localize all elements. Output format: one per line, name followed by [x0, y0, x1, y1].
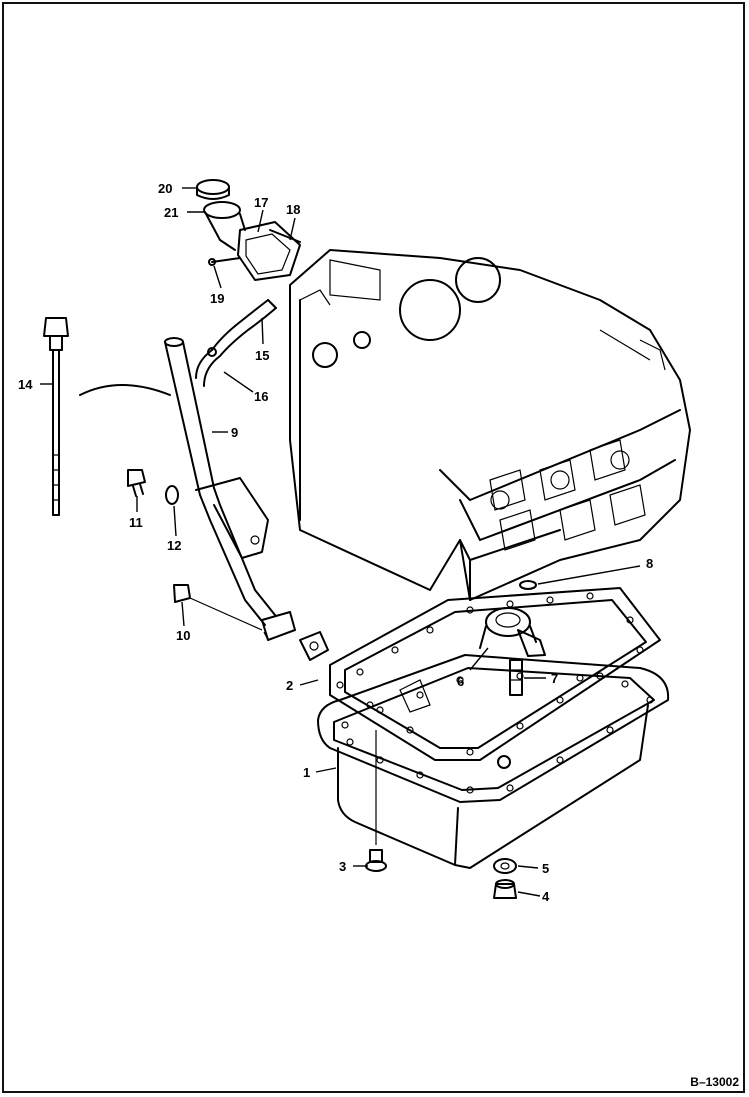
callout-6: 6 — [457, 674, 464, 689]
leader-lines — [40, 187, 641, 897]
oil-pan-gasket — [329, 587, 661, 761]
callout-16: 16 — [254, 389, 268, 404]
callout-4: 4 — [542, 889, 550, 904]
callout-labels: 20 21 17 18 19 15 16 9 14 11 12 10 2 1 3… — [18, 181, 653, 904]
callout-21: 21 — [164, 205, 178, 220]
callout-8: 8 — [646, 556, 653, 571]
callout-1: 1 — [303, 765, 310, 780]
oil-pan-fasteners — [365, 730, 517, 899]
callout-12: 12 — [167, 538, 181, 553]
oil-filler-assembly — [196, 179, 301, 281]
callout-15: 15 — [255, 348, 269, 363]
callout-5: 5 — [542, 861, 549, 876]
tube-bracket-fasteners — [127, 469, 329, 661]
callout-18: 18 — [286, 202, 300, 217]
dipstick — [43, 317, 171, 516]
callout-7: 7 — [551, 671, 558, 686]
engine-block — [289, 249, 691, 601]
breather-hose — [195, 299, 277, 387]
oil-strainer — [399, 580, 546, 713]
callout-2: 2 — [286, 678, 293, 693]
callout-19: 19 — [210, 291, 224, 306]
callout-14: 14 — [18, 377, 33, 392]
callout-10: 10 — [176, 628, 190, 643]
figure-reference: B–13002 — [690, 1075, 739, 1089]
callout-20: 20 — [158, 181, 172, 196]
callout-17: 17 — [254, 195, 268, 210]
callout-9: 9 — [231, 425, 238, 440]
dipstick-guide-tube — [164, 337, 296, 641]
callout-3: 3 — [339, 859, 346, 874]
callout-11: 11 — [129, 515, 143, 530]
oil-pan — [317, 654, 670, 869]
